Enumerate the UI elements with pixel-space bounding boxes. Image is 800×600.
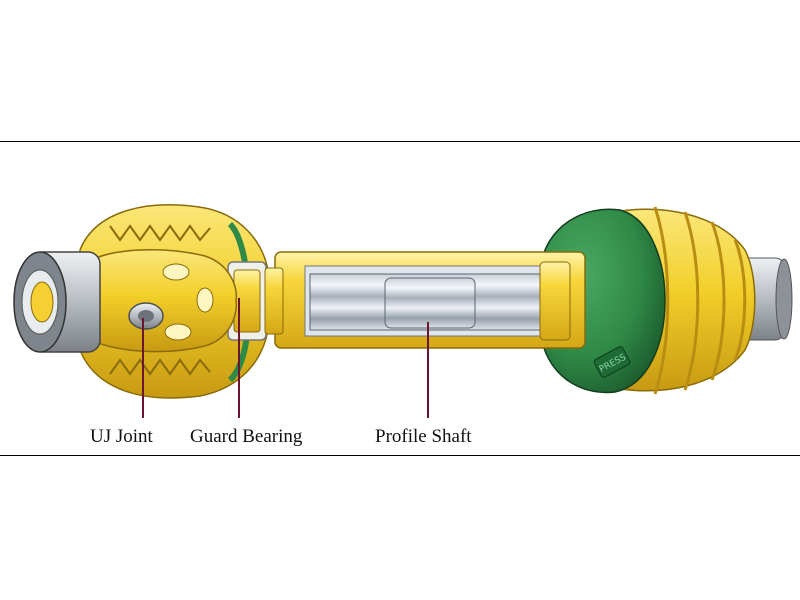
yoke-icon: [87, 249, 238, 353]
label-profile-shaft: Profile Shaft: [375, 426, 472, 447]
label-uj-joint: UJ Joint: [90, 426, 153, 447]
guard-bearing-icon: [227, 261, 284, 341]
top-rule: [0, 141, 800, 142]
profile-shaft-icon: [274, 251, 586, 349]
uj-joint-icon: [128, 302, 164, 330]
left-steel-hub: [13, 251, 101, 353]
bottom-rule: [0, 455, 800, 456]
label-guard-bearing: Guard Bearing: [190, 426, 303, 447]
